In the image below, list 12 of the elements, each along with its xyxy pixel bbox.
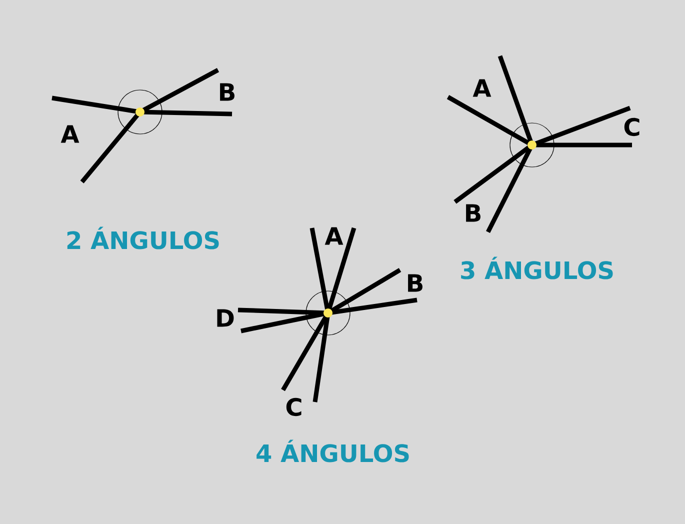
angle-label: B: [220, 83, 234, 101]
angle-label: C: [624, 118, 640, 136]
angle-label: A: [324, 227, 344, 245]
angle-label: B: [466, 204, 480, 222]
angle-label: A: [472, 79, 492, 97]
angle-count-heading: 4 ÁNGULOS: [256, 440, 409, 462]
angle-label: B: [408, 274, 422, 292]
angle-label: A: [60, 125, 80, 143]
angle-count-heading: 2 ÁNGULOS: [67, 226, 219, 250]
angle-label: D: [217, 309, 234, 327]
angle-count-heading: 3 ÁNGULOS: [461, 256, 613, 280]
angle-label: C: [286, 398, 302, 416]
